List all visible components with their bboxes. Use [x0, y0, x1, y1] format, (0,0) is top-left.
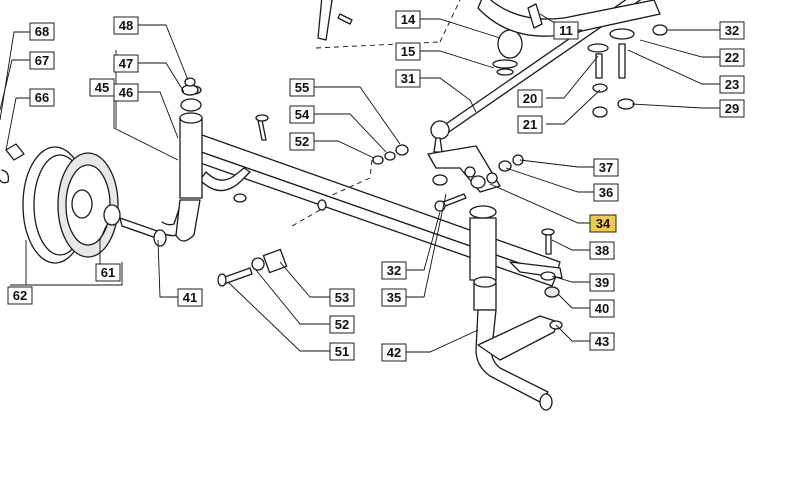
svg-text:32: 32 — [725, 23, 739, 38]
svg-text:22: 22 — [725, 50, 739, 65]
label-22: 22 — [719, 48, 745, 67]
label-66: 66 — [29, 88, 55, 107]
svg-text:53: 53 — [335, 290, 349, 305]
svg-text:42: 42 — [387, 345, 401, 360]
label-52-bottom: 52 — [329, 315, 355, 334]
svg-text:67: 67 — [35, 53, 49, 68]
label-39: 39 — [589, 273, 615, 292]
svg-text:21: 21 — [523, 117, 537, 132]
svg-text:48: 48 — [119, 18, 133, 33]
svg-text:14: 14 — [401, 12, 416, 27]
label-14: 14 — [395, 10, 421, 29]
label-38: 38 — [589, 241, 615, 260]
svg-text:36: 36 — [599, 185, 613, 200]
svg-text:38: 38 — [595, 243, 609, 258]
label-61: 61 — [95, 263, 121, 282]
svg-text:35: 35 — [387, 290, 401, 305]
svg-text:23: 23 — [725, 77, 739, 92]
svg-text:61: 61 — [101, 265, 115, 280]
svg-text:62: 62 — [13, 288, 27, 303]
label-21: 21 — [517, 115, 543, 134]
kingpin-left — [175, 85, 203, 242]
svg-text:55: 55 — [295, 80, 309, 95]
label-53: 53 — [329, 288, 355, 307]
front-axle-beam — [183, 129, 561, 287]
label-29: 29 — [719, 99, 745, 118]
label-48: 48 — [113, 16, 139, 35]
label-54: 54 — [289, 105, 315, 124]
label-62: 62 — [7, 286, 33, 305]
label-23: 23 — [719, 75, 745, 94]
svg-text:66: 66 — [35, 90, 49, 105]
label-32-mid: 32 — [381, 261, 407, 280]
svg-text:15: 15 — [401, 44, 415, 59]
svg-text:32: 32 — [387, 263, 401, 278]
label-52-top: 52 — [289, 132, 315, 151]
svg-text:47: 47 — [119, 56, 133, 71]
svg-text:20: 20 — [523, 91, 537, 106]
svg-text:52: 52 — [295, 134, 309, 149]
svg-text:31: 31 — [401, 71, 415, 86]
svg-text:45: 45 — [95, 80, 109, 95]
label-41: 41 — [177, 288, 203, 307]
label-15: 15 — [395, 42, 421, 61]
svg-text:41: 41 — [183, 290, 197, 305]
svg-text:29: 29 — [725, 101, 739, 116]
svg-text:39: 39 — [595, 275, 609, 290]
label-36: 36 — [593, 183, 619, 202]
label-34: 34 — [589, 214, 617, 233]
label-68: 68 — [29, 22, 55, 41]
callout-labels: 68 67 66 62 61 48 47 45 46 41 55 54 52 5… — [7, 10, 745, 362]
label-31: 31 — [395, 69, 421, 88]
svg-text:37: 37 — [599, 160, 613, 175]
svg-text:40: 40 — [595, 301, 609, 316]
svg-text:54: 54 — [295, 107, 310, 122]
svg-text:51: 51 — [335, 344, 349, 359]
svg-text:34: 34 — [596, 216, 611, 231]
label-11: 11 — [553, 21, 579, 40]
svg-text:68: 68 — [35, 24, 49, 39]
kingpin-right — [469, 205, 563, 411]
label-43: 43 — [589, 332, 615, 351]
label-42: 42 — [381, 343, 407, 362]
label-55: 55 — [289, 78, 315, 97]
label-45: 45 — [89, 78, 115, 97]
label-47: 47 — [113, 54, 139, 73]
label-37: 37 — [593, 158, 619, 177]
hardware — [181, 0, 668, 298]
label-46: 46 — [113, 83, 139, 102]
svg-text:43: 43 — [595, 334, 609, 349]
label-32-top: 32 — [719, 21, 745, 40]
svg-text:11: 11 — [559, 23, 573, 38]
label-51: 51 — [329, 342, 355, 361]
label-40: 40 — [589, 299, 615, 318]
label-20: 20 — [517, 89, 543, 108]
svg-text:46: 46 — [119, 85, 133, 100]
label-67: 67 — [29, 51, 55, 70]
wheel-assembly — [0, 143, 121, 264]
label-35: 35 — [381, 288, 407, 307]
svg-text:52: 52 — [335, 317, 349, 332]
